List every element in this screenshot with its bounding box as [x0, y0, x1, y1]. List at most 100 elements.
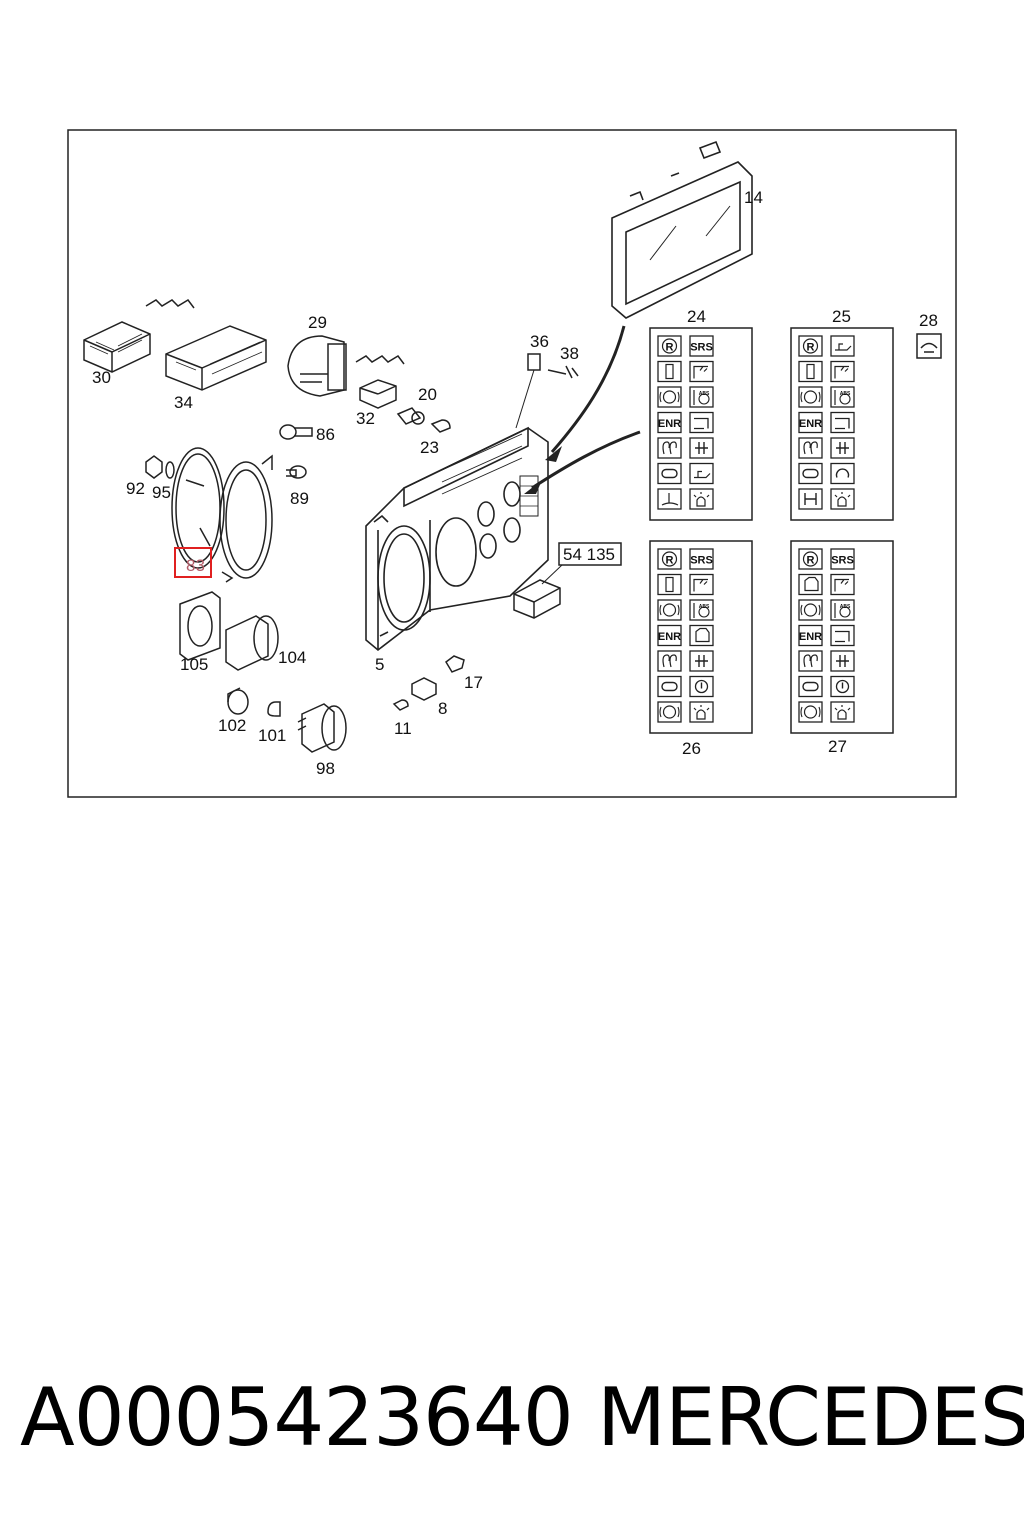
part-38-screw	[547, 365, 579, 379]
abs-icon: ABS	[830, 386, 855, 408]
callout-17: 17	[464, 673, 483, 692]
belt-icon	[798, 462, 823, 485]
part-20-bulb-holder	[396, 407, 425, 425]
seat-icon	[830, 650, 855, 672]
callout-26: 26	[682, 739, 701, 758]
callout-14: 14	[744, 188, 763, 207]
part-86-screw	[279, 424, 313, 440]
warn-icon	[689, 675, 714, 698]
part-101-bulb	[267, 701, 281, 717]
part-11-bulb	[392, 699, 409, 711]
callout-34: 34	[174, 393, 193, 412]
part-17-bulb-holder	[445, 655, 465, 673]
seat-icon	[689, 437, 714, 459]
seat-icon	[830, 437, 855, 459]
part-95-washer	[165, 461, 175, 479]
r-icon: R	[798, 335, 823, 357]
callout-27: 27	[828, 737, 847, 756]
svg-text:ABS: ABS	[699, 604, 710, 610]
abs-icon: ABS	[689, 386, 714, 408]
part-34-connector	[145, 299, 267, 391]
abs-icon: ABS	[689, 599, 714, 621]
brake-icon	[798, 599, 823, 621]
srs-icon: SRS	[689, 335, 714, 357]
callout-98: 98	[316, 759, 335, 778]
callout-89: 89	[290, 489, 309, 508]
svg-text:ABS: ABS	[840, 604, 851, 610]
part-89-screw	[286, 465, 307, 479]
gear-icon	[689, 624, 714, 647]
callout-36: 36	[530, 332, 549, 351]
belt-icon	[657, 462, 682, 485]
tilt-icon	[830, 411, 855, 434]
beacon-icon	[830, 701, 855, 723]
oil-icon	[830, 335, 855, 357]
symbol-panel-27: R SRS ABS ENR	[790, 540, 894, 734]
belt-icon	[657, 675, 682, 698]
enr-icon: ENR	[657, 411, 682, 434]
beacon-icon	[830, 488, 855, 510]
svg-text:ENR: ENR	[799, 418, 822, 430]
svg-text:ENR: ENR	[658, 631, 681, 643]
diagram-frame	[67, 129, 957, 798]
arrow-head-1	[545, 446, 562, 462]
door-icon	[657, 360, 682, 383]
srs-icon: SRS	[830, 548, 855, 570]
module-block	[513, 579, 561, 619]
seat-icon	[689, 650, 714, 672]
lamp-icon	[689, 360, 714, 383]
callout-86: 86	[316, 425, 335, 444]
oil-icon	[689, 462, 714, 485]
arrows	[531, 325, 641, 490]
callout-83: 83	[186, 556, 205, 575]
svg-text:54 135: 54 135	[563, 545, 615, 564]
callout-105: 105	[180, 655, 208, 674]
glow-icon	[657, 650, 682, 672]
axle-icon	[798, 488, 823, 510]
callout-92: 92	[126, 479, 145, 498]
r-icon: R	[657, 335, 682, 357]
part-102-bulb-socket	[227, 687, 249, 715]
part-83-gauge-ring	[171, 447, 273, 583]
glow-icon	[798, 437, 823, 459]
callout-29: 29	[308, 313, 327, 332]
beacon-icon	[689, 701, 714, 723]
svg-text:R: R	[807, 342, 815, 354]
enr-icon: ENR	[798, 411, 823, 434]
callout-95: 95	[152, 483, 171, 502]
highlight-box-83	[174, 547, 212, 578]
door-icon	[798, 360, 823, 383]
tilt-icon	[689, 411, 714, 434]
svg-text:R: R	[807, 555, 815, 567]
part-5-cluster-housing	[365, 426, 549, 652]
svg-text:ENR: ENR	[658, 418, 681, 430]
part-23-bulb	[430, 419, 451, 433]
callout-38: 38	[560, 344, 579, 363]
abs-icon: ABS	[830, 599, 855, 621]
door-icon	[657, 573, 682, 596]
callout-28: 28	[919, 311, 938, 330]
callout-8: 8	[438, 699, 447, 718]
gear-icon	[798, 573, 823, 596]
svg-text:ABS: ABS	[699, 391, 710, 397]
part-36-clip	[515, 353, 541, 429]
callout-101: 101	[258, 726, 286, 745]
beacon-icon	[689, 488, 714, 510]
footer-caption: A0005423640 MERCEDES	[20, 1368, 1024, 1468]
enr-icon: ENR	[657, 624, 682, 647]
brakew-icon	[657, 701, 682, 723]
svg-text:R: R	[666, 342, 674, 354]
r-icon: R	[798, 548, 823, 570]
callout-23: 23	[420, 438, 439, 457]
belt-icon	[798, 675, 823, 698]
part-104-gauge	[225, 615, 279, 671]
part-92-nut	[145, 455, 163, 479]
part-30-connector	[83, 321, 151, 373]
svg-text:ABS: ABS	[840, 391, 851, 397]
brake-icon	[657, 386, 682, 408]
part-14-lens	[611, 140, 753, 319]
warn-icon	[830, 675, 855, 698]
svg-text:ENR: ENR	[799, 631, 822, 643]
